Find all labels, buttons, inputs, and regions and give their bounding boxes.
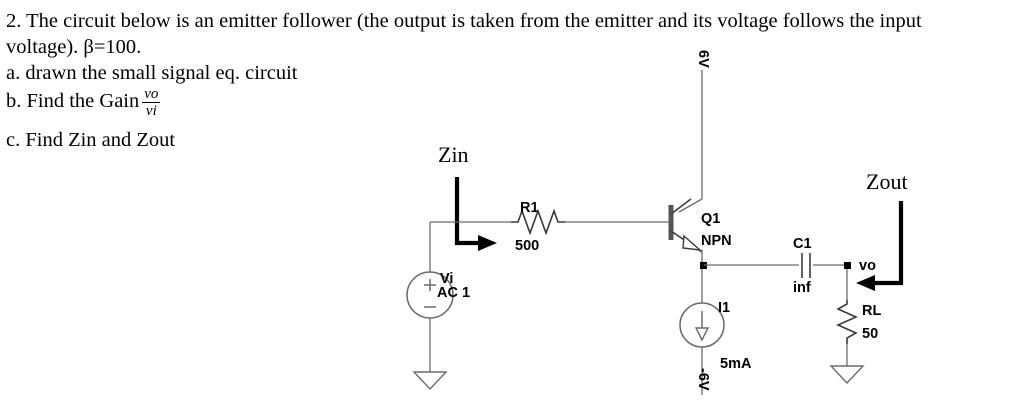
c1-name-label: C1 <box>793 236 812 252</box>
vo-node-label: vo <box>859 258 876 274</box>
question-line-3-part-a: a. drawn the small signal eq. circuit <box>6 62 298 84</box>
i1-name-label: I1 <box>718 300 730 316</box>
c1-value-label: inf <box>793 280 811 296</box>
r1-name-label: R1 <box>520 200 539 216</box>
emitter-junction-node <box>700 262 707 269</box>
vi-value-label: AC 1 <box>437 285 470 301</box>
i1-arrow-head-icon <box>694 327 710 342</box>
q1-emitter-arrow-icon <box>682 234 703 251</box>
vo-junction-node <box>844 262 851 269</box>
question-line-5-part-c: c. Find Zin and Zout <box>6 129 176 152</box>
question-line-2: voltage). β=100. <box>6 36 142 58</box>
r1-value-label: 500 <box>515 238 539 254</box>
zin-label: Zin <box>438 142 469 167</box>
zout-arrow-shaft <box>872 201 904 286</box>
zin-arrow-head-icon <box>478 235 497 251</box>
q1-name-label: Q1 <box>701 211 720 227</box>
gain-denominator: vi <box>142 102 161 119</box>
question-text-block: 2. The circuit below is an emitter follo… <box>6 8 1006 153</box>
zin-arrow-shaft <box>454 177 481 246</box>
gain-numerator: vo <box>144 86 159 102</box>
r1-resistor-symbol <box>511 208 565 236</box>
rl-value-label: 50 <box>862 326 878 342</box>
zout-label: Zout <box>866 169 908 194</box>
gain-prefix-text: b. Find the Gain <box>6 89 140 112</box>
rl-ground-symbol-icon <box>829 365 865 385</box>
zout-arrow-head-icon <box>856 275 875 291</box>
collector-lead <box>678 198 703 213</box>
supply-bottom-label: -6V <box>695 368 711 391</box>
i1-value-label: 5mA <box>720 356 752 372</box>
q1-type-label: NPN <box>701 233 732 249</box>
rl-name-label: RL <box>862 303 881 319</box>
question-line-1: 2. The circuit below is an emitter follo… <box>6 10 922 32</box>
vi-name-label: Vi <box>440 271 453 287</box>
rl-resistor-symbol <box>836 300 858 344</box>
vi-ground-symbol-icon <box>412 371 448 391</box>
q1-collector-segment <box>670 198 692 215</box>
supply-top-label: 6V <box>695 50 711 68</box>
